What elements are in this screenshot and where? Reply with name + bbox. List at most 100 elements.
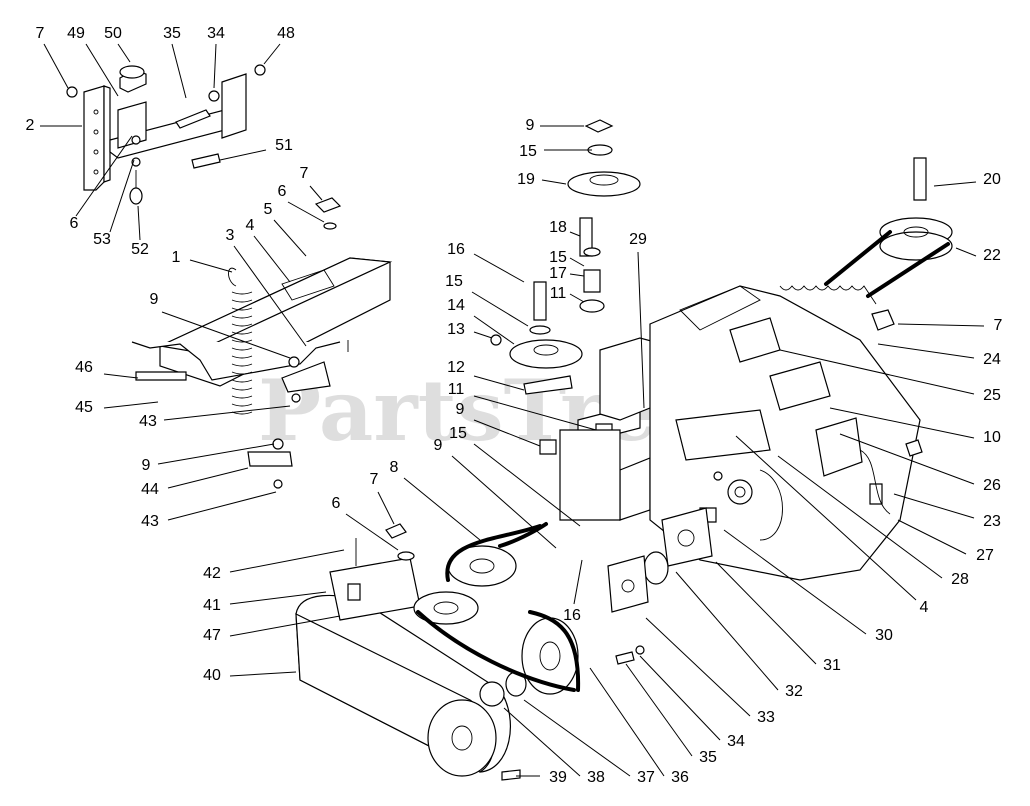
callout-label-6-c: 6 [332, 495, 341, 512]
gear-housing [607, 157, 953, 665]
callout-label-1: 1 [172, 249, 181, 266]
leader-line-9-d [473, 419, 541, 447]
callout-label-11-a: 11 [550, 285, 567, 302]
callout-label-7-a: 7 [36, 25, 45, 42]
callout-label-34-b: 34 [727, 733, 745, 750]
callout-label-13: 13 [447, 321, 465, 338]
deck-housing [131, 197, 393, 489]
callout-label-47: 47 [203, 627, 221, 644]
callout-label-29: 29 [629, 231, 647, 248]
callout-label-7-b: 7 [300, 165, 309, 182]
callout-label-6-a: 6 [70, 215, 79, 232]
callout-label-20: 20 [983, 171, 1001, 188]
callout-label-24: 24 [983, 351, 1001, 368]
callout-label-18: 18 [549, 219, 567, 236]
leader-line-15-b [569, 257, 585, 267]
callout-label-3: 3 [226, 227, 235, 244]
callout-label-4-b: 4 [920, 599, 929, 616]
callout-label-19: 19 [517, 171, 535, 188]
callout-label-27: 27 [976, 547, 994, 564]
leader-line-29 [637, 251, 645, 409]
callout-label-23: 23 [983, 513, 1001, 530]
leader-line-45 [103, 401, 159, 409]
callout-label-51: 51 [275, 137, 293, 154]
callout-label-37: 37 [637, 769, 655, 786]
callout-label-30: 30 [875, 627, 893, 644]
leader-line-27 [897, 519, 967, 555]
leader-line-37 [523, 699, 631, 777]
callout-label-15-d: 15 [449, 425, 467, 442]
callout-label-34-a: 34 [207, 25, 225, 42]
callout-label-9-e: 9 [434, 437, 443, 454]
callout-label-44: 44 [141, 481, 159, 498]
leader-line-4-b [735, 435, 917, 601]
leader-line-9-b [157, 443, 275, 465]
callout-label-15-b: 15 [549, 249, 567, 266]
callout-label-15-a: 15 [519, 143, 537, 160]
callout-label-9-b: 9 [142, 457, 151, 474]
leader-line-15-c [471, 291, 529, 327]
callout-label-39: 39 [549, 769, 567, 786]
callout-label-50: 50 [104, 25, 122, 42]
callout-label-9-d: 9 [456, 401, 465, 418]
callout-label-32: 32 [785, 683, 803, 700]
leader-line-24 [877, 343, 975, 359]
leader-line-43-a [163, 405, 291, 421]
leader-line-3 [233, 245, 307, 347]
callout-label-40: 40 [203, 667, 221, 684]
leader-line-36 [589, 667, 665, 777]
belt-drive [295, 230, 950, 781]
callout-label-31: 31 [823, 657, 841, 674]
leader-line-16-a [473, 253, 525, 283]
leader-line-43-b [167, 491, 277, 521]
leader-line-50 [117, 43, 131, 63]
leader-line-33 [645, 617, 751, 717]
leader-line-32 [675, 571, 779, 691]
leader-line-38 [503, 707, 581, 777]
callout-label-28: 28 [951, 571, 969, 588]
leader-line-22 [955, 247, 977, 257]
leader-line-7-c [897, 323, 985, 327]
leader-line-48 [263, 43, 281, 65]
callout-label-10: 10 [983, 429, 1001, 446]
leader-line-42 [229, 549, 345, 573]
leader-line-6-a [75, 135, 133, 217]
callout-label-43-a: 43 [139, 413, 157, 430]
bracket-assembly [66, 64, 266, 205]
leader-line-11-b [473, 395, 597, 431]
leader-line-49 [85, 43, 119, 97]
leader-line-46 [103, 373, 139, 379]
leader-line-6-c [345, 513, 399, 551]
callout-label-53: 53 [93, 231, 111, 248]
leader-line-26 [839, 433, 975, 485]
leader-line-34-b [639, 655, 721, 741]
leader-line-13 [473, 331, 493, 339]
leader-line-19 [541, 179, 567, 185]
leader-line-15-d [473, 443, 581, 527]
leader-line-16-b [573, 559, 583, 605]
callout-label-17: 17 [549, 265, 567, 282]
callout-label-43-b: 43 [141, 513, 159, 530]
leader-line-7-a [43, 43, 69, 89]
callout-label-36: 36 [671, 769, 689, 786]
callout-label-9-c: 9 [526, 117, 535, 134]
leader-line-18 [569, 231, 581, 237]
leader-line-51 [219, 149, 267, 161]
leader-line-35-a [171, 43, 187, 99]
leader-line-20 [933, 181, 977, 187]
callout-label-15-c: 15 [445, 273, 463, 290]
leader-line-52 [137, 205, 141, 241]
callout-label-49: 49 [67, 25, 85, 42]
leader-line-7-d [377, 491, 395, 525]
callout-label-35-a: 35 [163, 25, 181, 42]
callout-label-46: 46 [75, 359, 93, 376]
leader-line-31 [715, 561, 817, 665]
callout-label-26: 26 [983, 477, 1001, 494]
callout-label-41: 41 [203, 597, 221, 614]
callout-label-9-a: 9 [150, 291, 159, 308]
callout-label-12: 12 [447, 359, 465, 376]
callout-label-38: 38 [587, 769, 605, 786]
callout-label-4-a: 4 [246, 217, 255, 234]
